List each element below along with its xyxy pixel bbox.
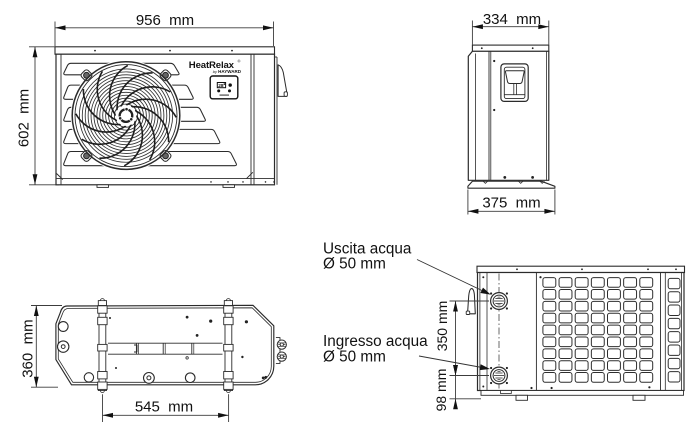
- svg-text:Ingresso acqua: Ingresso acqua: [323, 333, 428, 350]
- svg-text:98 mm: 98 mm: [433, 369, 449, 412]
- svg-text:956 mm: 956 mm: [136, 12, 194, 29]
- svg-text:545 mm: 545 mm: [135, 398, 193, 415]
- svg-text:350 mm: 350 mm: [434, 301, 450, 352]
- svg-text:360 mm: 360 mm: [20, 319, 37, 377]
- svg-text:by HAYWARD: by HAYWARD: [213, 69, 242, 74]
- svg-text:28: 28: [218, 83, 224, 89]
- svg-text:375 mm: 375 mm: [482, 195, 540, 212]
- svg-text:®: ®: [238, 59, 241, 64]
- svg-text:HeatRelax: HeatRelax: [189, 60, 235, 71]
- svg-text:Uscita acqua: Uscita acqua: [323, 240, 412, 257]
- svg-text:602 mm: 602 mm: [15, 89, 32, 147]
- svg-text:334 mm: 334 mm: [483, 11, 541, 28]
- svg-text:Ø 50 mm: Ø 50 mm: [323, 348, 386, 365]
- svg-text:Ø 50 mm: Ø 50 mm: [323, 256, 386, 273]
